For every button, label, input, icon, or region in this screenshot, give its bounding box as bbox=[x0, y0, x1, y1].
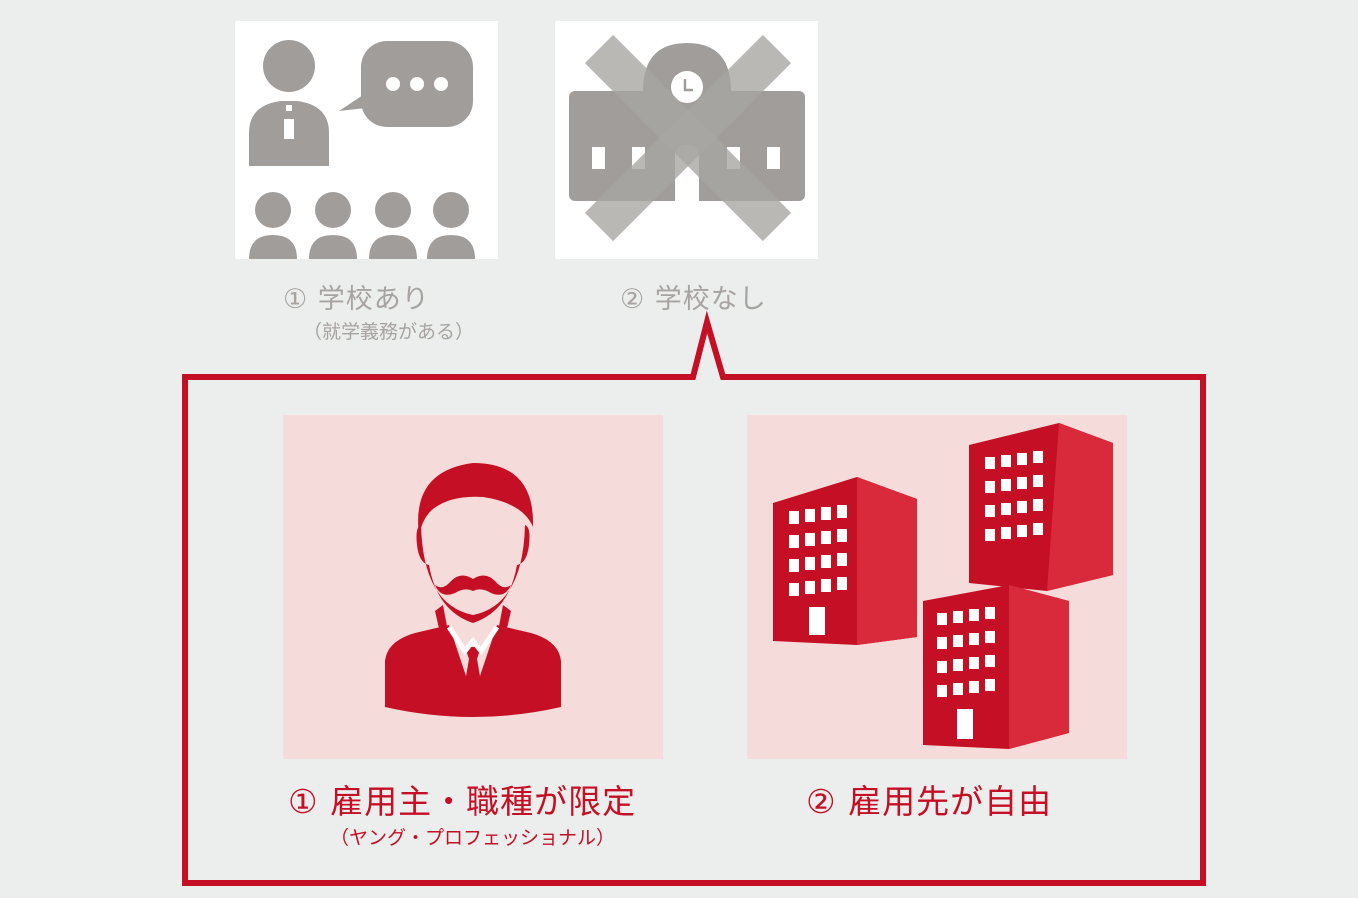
businessman-icon bbox=[385, 463, 561, 717]
teacher-students-icon bbox=[249, 40, 475, 259]
building-left bbox=[773, 477, 917, 645]
school-crossed-icon bbox=[569, 34, 805, 242]
school-no-card bbox=[555, 21, 818, 259]
employer-free-card bbox=[747, 415, 1127, 759]
building-bottom bbox=[923, 585, 1069, 749]
school-yes-sublabel: （就学義務がある） bbox=[303, 321, 475, 343]
building-top-right bbox=[969, 423, 1113, 591]
school-yes-label: ① 学校あり bbox=[283, 284, 430, 315]
employer-free-label: ② 雇用先が自由 bbox=[806, 782, 1053, 821]
employer-limited-card bbox=[283, 415, 663, 759]
employer-limited-sublabel: （ヤング・プロフェッショナル） bbox=[330, 827, 616, 849]
office-buildings-icon bbox=[773, 423, 1113, 749]
employer-limited-label: ① 雇用主・職種が限定 bbox=[288, 782, 637, 821]
school-no-label: ② 学校なし bbox=[620, 284, 767, 315]
school-yes-card bbox=[235, 21, 498, 259]
